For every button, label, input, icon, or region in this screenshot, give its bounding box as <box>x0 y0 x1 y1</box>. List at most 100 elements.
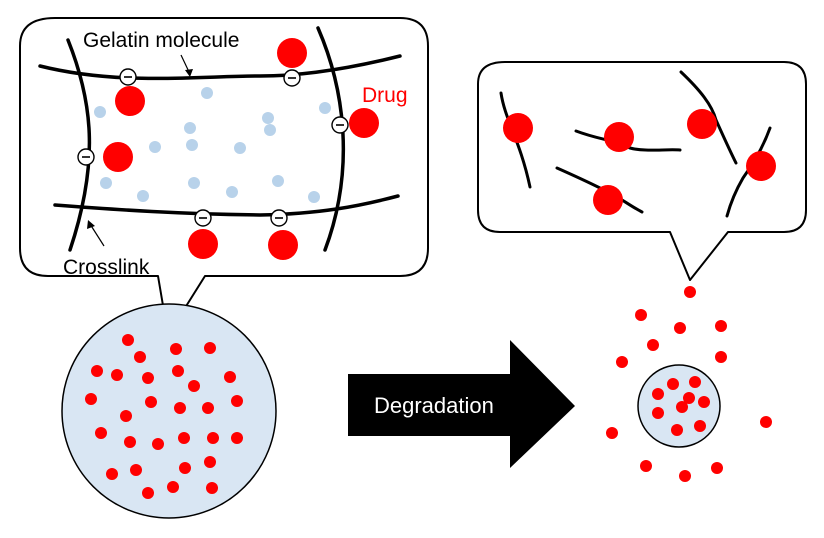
drug-molecule <box>277 38 307 68</box>
drug-dot <box>647 339 659 351</box>
minus-in-circle-icon <box>270 209 288 227</box>
drug-dot <box>134 351 146 363</box>
drug-dot <box>142 372 154 384</box>
drug-dot <box>667 378 679 390</box>
water-dot <box>94 106 106 118</box>
drug-dot <box>711 462 723 474</box>
drug-dot <box>671 424 683 436</box>
right-arrow-icon <box>348 340 575 468</box>
water-dot <box>308 191 320 203</box>
drug-dot <box>652 407 664 419</box>
drug-molecule <box>268 230 298 260</box>
crosslink-pointer-line <box>89 223 105 247</box>
drug-dot <box>224 371 236 383</box>
water-dot <box>149 141 161 153</box>
drug-dot <box>640 460 652 472</box>
drug-molecule <box>503 113 533 143</box>
minus-in-circle-icon <box>283 69 301 87</box>
drug-dot <box>174 402 186 414</box>
minus-in-circle-icon <box>194 209 212 227</box>
drug-dot <box>152 438 164 450</box>
drug-dot <box>142 487 154 499</box>
gelatin-chain-bottom <box>53 194 400 217</box>
water-dot <box>234 142 246 154</box>
label-degradation: Degradation <box>374 393 494 418</box>
drug-dot <box>715 320 727 332</box>
drug-dot <box>674 322 686 334</box>
water-dot <box>186 139 198 151</box>
drug-dot <box>231 395 243 407</box>
network-callout <box>19 17 429 336</box>
drug-dot <box>170 343 182 355</box>
drug-dot <box>130 464 142 476</box>
label-drug: Drug <box>362 84 408 107</box>
minus-in-circle-icon <box>77 148 95 166</box>
bound-drugs <box>103 38 379 260</box>
drug-dot <box>85 393 97 405</box>
drug-dot <box>172 365 184 377</box>
water-dot <box>226 186 238 198</box>
water-dot <box>201 87 213 99</box>
drug-dot <box>206 482 218 494</box>
drug-dot <box>715 351 727 363</box>
released-fragment-drugs <box>503 109 776 215</box>
label-gelatin-molecule: Gelatin molecule <box>83 29 239 52</box>
drug-dot <box>167 481 179 493</box>
drug-dot <box>207 432 219 444</box>
water-dot <box>319 102 331 114</box>
drug-dot <box>606 427 618 439</box>
drug-molecule <box>593 185 623 215</box>
water-dots <box>94 87 331 203</box>
drug-molecule <box>687 109 717 139</box>
minus-in-circle-icon <box>119 68 137 86</box>
drug-dot <box>204 342 216 354</box>
minus-in-circle-icon <box>331 116 349 134</box>
drug-dot <box>204 456 216 468</box>
drug-molecule <box>188 229 218 259</box>
water-dot <box>100 177 112 189</box>
drug-dot <box>91 365 103 377</box>
hydrogel-particle-large <box>61 303 277 519</box>
drug-molecule <box>103 142 133 172</box>
drug-dot <box>188 380 200 392</box>
water-dot <box>188 177 200 189</box>
free-released-drugs <box>606 286 772 482</box>
particle-drugs-large <box>85 334 243 499</box>
crosslink-left <box>66 38 92 252</box>
drug-dot <box>178 432 190 444</box>
water-dot <box>262 112 274 124</box>
drug-dot <box>635 309 647 321</box>
gelatin-fragment <box>725 126 772 218</box>
gelatin-pointer-head <box>185 69 193 77</box>
drug-dot <box>106 468 118 480</box>
water-dot <box>137 190 149 202</box>
drug-dot <box>698 396 710 408</box>
drug-molecule <box>115 86 145 116</box>
drug-dot <box>616 356 628 368</box>
drug-dot <box>652 388 664 400</box>
gelatin-fragment <box>574 129 682 152</box>
drug-dot <box>95 427 107 439</box>
drug-dot <box>684 286 696 298</box>
drug-molecule <box>604 122 634 152</box>
drug-dot <box>689 376 701 388</box>
drug-dot <box>676 401 688 413</box>
drug-dot <box>683 392 695 404</box>
water-dot <box>272 175 284 187</box>
drug-dot <box>179 462 191 474</box>
gelatin-chain-top <box>38 54 402 81</box>
negative-charges <box>77 68 349 227</box>
drug-dot <box>679 470 691 482</box>
drug-dot <box>120 410 132 422</box>
drug-molecule <box>746 151 776 181</box>
water-dot <box>264 124 276 136</box>
drug-dot <box>231 432 243 444</box>
drug-dot <box>760 416 772 428</box>
drug-molecule <box>349 108 379 138</box>
label-crosslink: Crosslink <box>63 256 150 279</box>
drug-dot <box>145 396 157 408</box>
water-dot <box>184 122 196 134</box>
drug-dot <box>122 334 134 346</box>
